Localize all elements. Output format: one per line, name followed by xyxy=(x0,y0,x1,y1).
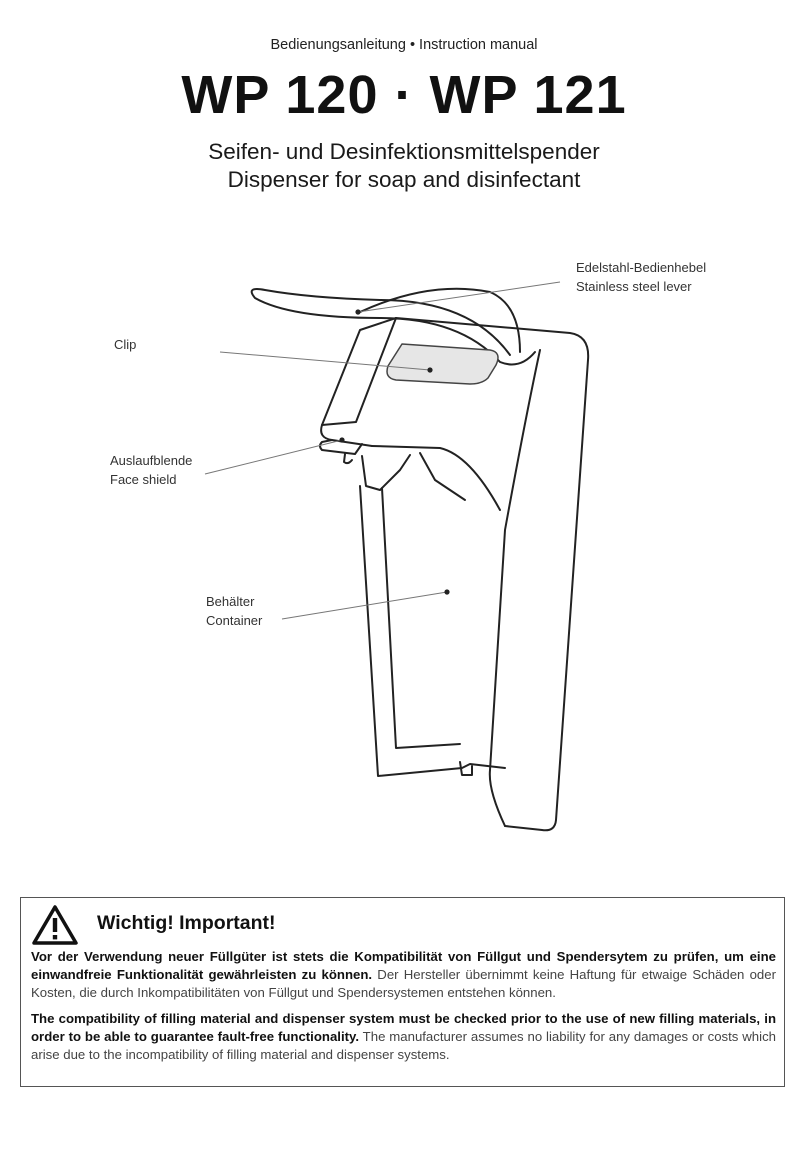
notice-title: Wichtig! Important! xyxy=(97,912,276,934)
notice-en-bold: The compatibility of filling material an… xyxy=(31,1011,776,1044)
notice-header: Wichtig! Important! xyxy=(31,904,771,945)
warning-triangle-icon xyxy=(32,905,78,945)
dispenser-illustration xyxy=(204,281,590,832)
lever-label-en: Stainless steel lever xyxy=(576,279,692,294)
housing-back xyxy=(395,317,590,832)
clip-leader xyxy=(219,351,431,371)
notice-paragraph-de: Vor der Verwendung neuer Füllgüter ist s… xyxy=(31,948,776,1002)
notice-paragraph-en: The compatibility of filling material an… xyxy=(31,1010,776,1064)
manual-label: Bedienungsanleitung • Instruction manual xyxy=(270,37,538,53)
important-notice: Wichtig! Important! Vor der Verwendung n… xyxy=(20,897,785,1087)
lever-label: Edelstahl-Bedienhebel Stainless steel le… xyxy=(576,258,706,296)
description-english: Dispenser for soap and disinfectant xyxy=(227,167,581,192)
notice-de-normal: Der Hersteller übernimmt keine Haftung f… xyxy=(31,967,776,1000)
shield-label-de: Auslaufblende xyxy=(110,453,193,468)
description-german: Seifen- und Desinfektionsmittelspender xyxy=(208,139,600,164)
container-label-de: Behälter xyxy=(206,594,255,609)
notice-de-bold: Vor der Verwendung neuer Füllgüter ist s… xyxy=(31,949,776,982)
spout xyxy=(319,439,363,455)
shield-label: Auslaufblende Face shield xyxy=(110,451,192,489)
clip-label-text: Clip xyxy=(114,337,137,352)
lever-label-de: Edelstahl-Bedienhebel xyxy=(576,260,707,275)
container-label: Behälter Container xyxy=(206,592,262,630)
container-label-en: Container xyxy=(206,613,263,628)
shield-label-en: Face shield xyxy=(110,472,177,487)
shield-leader xyxy=(204,439,343,475)
notice-body: Vor der Verwendung neuer Füllgüter ist s… xyxy=(31,948,776,1072)
lever-leader xyxy=(357,281,561,313)
container xyxy=(359,485,506,777)
clip-window xyxy=(386,343,499,385)
container-leader xyxy=(281,591,448,620)
housing-side xyxy=(488,349,541,827)
top-cover xyxy=(320,317,397,447)
page-title: WP 120 · WP 121 xyxy=(181,65,627,125)
notice-en-normal: The manufacturer assumes no liability fo… xyxy=(31,1029,776,1062)
clip-label: Clip xyxy=(114,335,136,354)
